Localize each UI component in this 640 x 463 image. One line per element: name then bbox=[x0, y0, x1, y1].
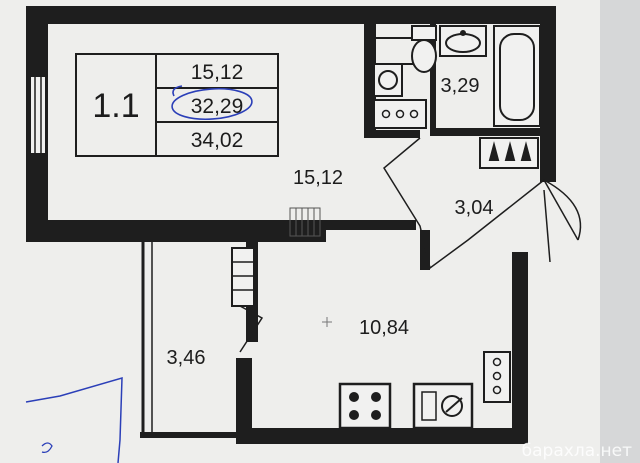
apartment-id: 1.1 bbox=[92, 87, 139, 125]
stove-icon bbox=[338, 382, 392, 430]
area-summary-table: 1.1 15,12 32,29 34,02 bbox=[75, 53, 279, 157]
pen-tail-mark bbox=[172, 85, 183, 97]
summary-living-total: 32,29 bbox=[191, 95, 244, 118]
sink-icon bbox=[439, 25, 487, 57]
watermark-logo: барахла.нет bbox=[522, 441, 632, 461]
radiator bbox=[289, 207, 321, 237]
toilet-icon bbox=[411, 25, 437, 73]
area-hallway: 3,04 bbox=[455, 197, 494, 219]
summary-living-area: 15,12 bbox=[191, 61, 244, 84]
center-mark bbox=[322, 317, 332, 327]
door-entrance bbox=[383, 137, 582, 270]
pen-scribble bbox=[25, 376, 123, 463]
pen-circle-mark bbox=[171, 87, 253, 121]
shadow-edge bbox=[600, 0, 640, 463]
area-living-room: 15,12 bbox=[293, 167, 343, 189]
window-loggia bbox=[231, 247, 255, 307]
stove-bath-shelf bbox=[373, 99, 427, 129]
washer bbox=[371, 37, 431, 97]
water-heater bbox=[479, 137, 539, 169]
summary-total-area: 34,02 bbox=[191, 129, 244, 152]
bathtub-icon bbox=[493, 25, 541, 127]
door-loggia bbox=[239, 305, 264, 353]
fridge-icon bbox=[483, 351, 511, 403]
area-kitchen: 10,84 bbox=[359, 317, 409, 339]
window-living bbox=[29, 75, 47, 155]
kitchen-sink-icon bbox=[412, 382, 474, 430]
area-bathroom: 3,29 bbox=[441, 75, 480, 97]
pen-scribble-small bbox=[41, 442, 53, 454]
area-loggia: 3,46 bbox=[167, 347, 206, 369]
